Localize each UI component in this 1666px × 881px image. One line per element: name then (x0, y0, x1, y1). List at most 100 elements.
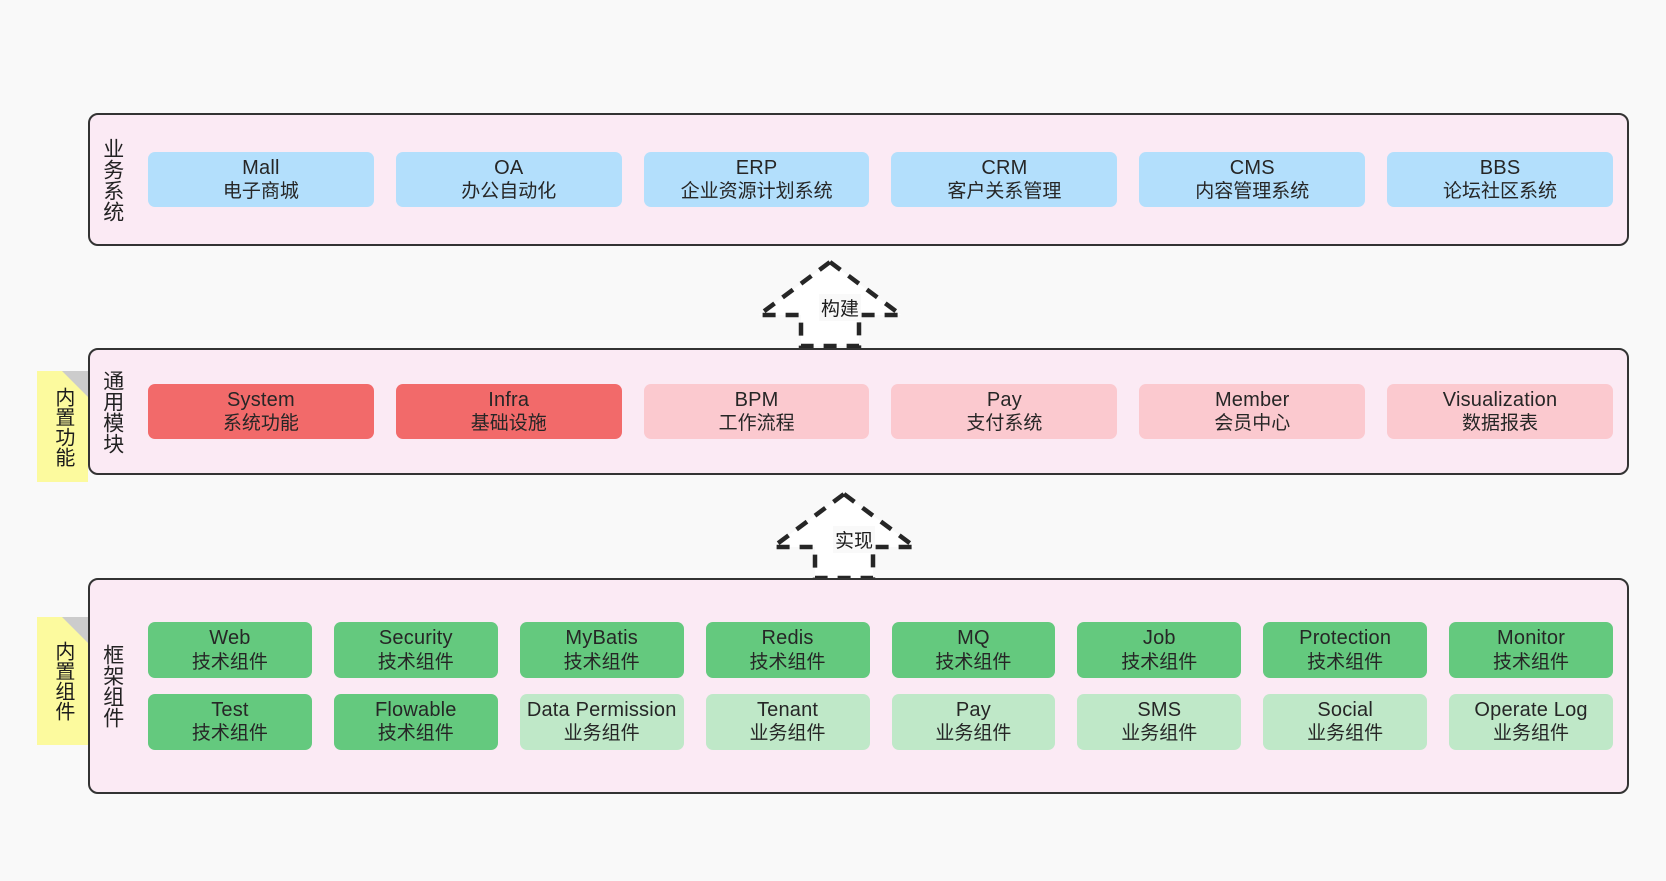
node-mybatis[interactable]: MyBatis 技术组件 (519, 622, 684, 678)
node-bpm-title: BPM (734, 388, 779, 411)
node-member[interactable]: Member 会员中心 (1139, 383, 1366, 440)
layer-common-modules: 通用模块 System 系统功能 Infra 基础设施 BPM 工作流程 Pay… (88, 348, 1629, 475)
node-sms-subtitle: 业务组件 (1121, 723, 1198, 745)
node-flowable-title: Flowable (374, 699, 457, 721)
node-crm[interactable]: CRM 客户关系管理 (891, 151, 1118, 208)
node-security[interactable]: Security 技术组件 (333, 622, 498, 678)
node-visualization-subtitle: 数据报表 (1462, 413, 1539, 435)
node-security-title: Security (378, 627, 453, 650)
node-erp[interactable]: ERP 企业资源计划系统 (643, 151, 870, 208)
node-mall[interactable]: Mall 电子商城 (148, 151, 374, 208)
node-monitor-title: Monitor (1497, 627, 1566, 650)
layer-business-systems-label: 业务系统 (100, 137, 124, 222)
node-social-title: Social (1317, 699, 1374, 721)
node-row: Mall 电子商城 OA 办公自动化 ERP 企业资源计划系统 CRM 客户关系… (148, 151, 1613, 208)
node-pay-module[interactable]: Pay 支付系统 (891, 383, 1118, 440)
node-job-title: Job (1142, 627, 1176, 650)
node-pay-component-subtitle: 业务组件 (935, 723, 1012, 745)
node-web[interactable]: Web 技术组件 (148, 622, 312, 678)
layer-common-modules-label: 通用模块 (100, 369, 124, 454)
node-sms[interactable]: SMS 业务组件 (1077, 694, 1242, 750)
node-pay-component[interactable]: Pay 业务组件 (891, 694, 1056, 750)
node-bbs[interactable]: BBS 论坛社区系统 (1387, 151, 1613, 208)
node-monitor-subtitle: 技术组件 (1493, 651, 1570, 673)
node-mybatis-subtitle: 技术组件 (563, 651, 640, 673)
node-row: Test 技术组件 Flowable 技术组件 Data Permission … (148, 694, 1613, 750)
node-operate-log-subtitle: 业务组件 (1493, 723, 1570, 745)
node-web-subtitle: 技术组件 (191, 651, 268, 673)
node-mall-title: Mall (242, 156, 280, 179)
node-operate-log-title: Operate Log (1474, 699, 1588, 721)
node-pay-module-subtitle: 支付系统 (966, 413, 1043, 435)
node-system[interactable]: System 系统功能 (148, 383, 374, 440)
node-protection[interactable]: Protection 技术组件 (1263, 622, 1428, 678)
connector-implement: 实现 (766, 490, 922, 581)
node-member-title: Member (1214, 388, 1290, 411)
node-redis-title: Redis (761, 627, 814, 650)
node-cms-title: CMS (1229, 156, 1275, 179)
node-oa[interactable]: OA 办公自动化 (395, 151, 622, 208)
node-job-subtitle: 技术组件 (1121, 651, 1198, 673)
node-member-subtitle: 会员中心 (1214, 413, 1291, 435)
node-test-title: Test (211, 699, 249, 721)
node-test-subtitle: 技术组件 (191, 723, 268, 745)
node-job[interactable]: Job 技术组件 (1077, 622, 1242, 678)
node-bbs-title: BBS (1479, 156, 1521, 179)
node-test[interactable]: Test 技术组件 (148, 694, 312, 750)
node-sms-title: SMS (1137, 699, 1182, 721)
connector-build: 构建 (752, 258, 908, 349)
node-row: System 系统功能 Infra 基础设施 BPM 工作流程 Pay 支付系统… (148, 383, 1613, 440)
node-redis[interactable]: Redis 技术组件 (705, 622, 870, 678)
node-bbs-subtitle: 论坛社区系统 (1443, 181, 1558, 203)
node-social-subtitle: 业务组件 (1307, 723, 1384, 745)
node-flowable[interactable]: Flowable 技术组件 (333, 694, 498, 750)
node-cms-subtitle: 内容管理系统 (1195, 181, 1310, 203)
node-protection-subtitle: 技术组件 (1307, 651, 1384, 673)
node-tenant-subtitle: 业务组件 (749, 723, 826, 745)
node-bpm[interactable]: BPM 工作流程 (643, 383, 870, 440)
node-pay-module-title: Pay (986, 388, 1022, 411)
node-crm-subtitle: 客户关系管理 (947, 181, 1062, 203)
node-social[interactable]: Social 业务组件 (1263, 694, 1428, 750)
node-mq-subtitle: 技术组件 (935, 651, 1012, 673)
node-oa-subtitle: 办公自动化 (461, 181, 557, 203)
node-visualization[interactable]: Visualization 数据报表 (1387, 383, 1613, 440)
layer-framework-components: 框架组件 Web 技术组件 Security 技术组件 MyBatis 技术组件… (88, 578, 1629, 794)
node-infra-subtitle: 基础设施 (470, 413, 547, 435)
node-infra-title: Infra (488, 388, 530, 411)
layer-framework-components-body: Web 技术组件 Security 技术组件 MyBatis 技术组件 Redi… (134, 580, 1627, 792)
node-tenant[interactable]: Tenant 业务组件 (705, 694, 870, 750)
node-web-title: Web (209, 627, 251, 650)
node-pay-component-title: Pay (955, 699, 991, 721)
node-visualization-title: Visualization (1442, 388, 1558, 411)
node-tenant-title: Tenant (756, 699, 819, 721)
node-oa-title: OA (494, 156, 524, 179)
node-cms[interactable]: CMS 内容管理系统 (1139, 151, 1366, 208)
connector-build-label: 构建 (819, 294, 862, 321)
tag-builtin-features-label: 内置功能 (51, 386, 74, 467)
node-mq[interactable]: MQ 技术组件 (891, 622, 1056, 678)
node-data-permission[interactable]: Data Permission 业务组件 (519, 694, 684, 750)
node-erp-subtitle: 企业资源计划系统 (680, 181, 833, 203)
node-infra[interactable]: Infra 基础设施 (395, 383, 622, 440)
tag-builtin-components-label: 内置组件 (51, 641, 74, 721)
node-security-subtitle: 技术组件 (377, 651, 454, 673)
node-protection-title: Protection (1299, 627, 1392, 650)
node-data-permission-title: Data Permission (526, 699, 677, 721)
tag-builtin-features: 内置功能 (37, 371, 88, 482)
node-operate-log[interactable]: Operate Log 业务组件 (1449, 694, 1613, 750)
node-system-title: System (226, 388, 295, 411)
connector-implement-label: 实现 (833, 526, 876, 553)
layer-business-systems: 业务系统 Mall 电子商城 OA 办公自动化 ERP 企业资源计划系统 CRM… (88, 113, 1629, 246)
node-bpm-subtitle: 工作流程 (718, 413, 795, 435)
layer-business-systems-body: Mall 电子商城 OA 办公自动化 ERP 企业资源计划系统 CRM 客户关系… (134, 115, 1627, 244)
node-row: Web 技术组件 Security 技术组件 MyBatis 技术组件 Redi… (148, 622, 1613, 678)
node-mall-subtitle: 电子商城 (222, 181, 299, 203)
node-flowable-subtitle: 技术组件 (377, 723, 454, 745)
node-monitor[interactable]: Monitor 技术组件 (1449, 622, 1613, 678)
node-erp-title: ERP (735, 156, 778, 179)
node-data-permission-subtitle: 业务组件 (563, 723, 640, 745)
node-mybatis-title: MyBatis (565, 627, 638, 650)
node-system-subtitle: 系统功能 (222, 413, 299, 435)
